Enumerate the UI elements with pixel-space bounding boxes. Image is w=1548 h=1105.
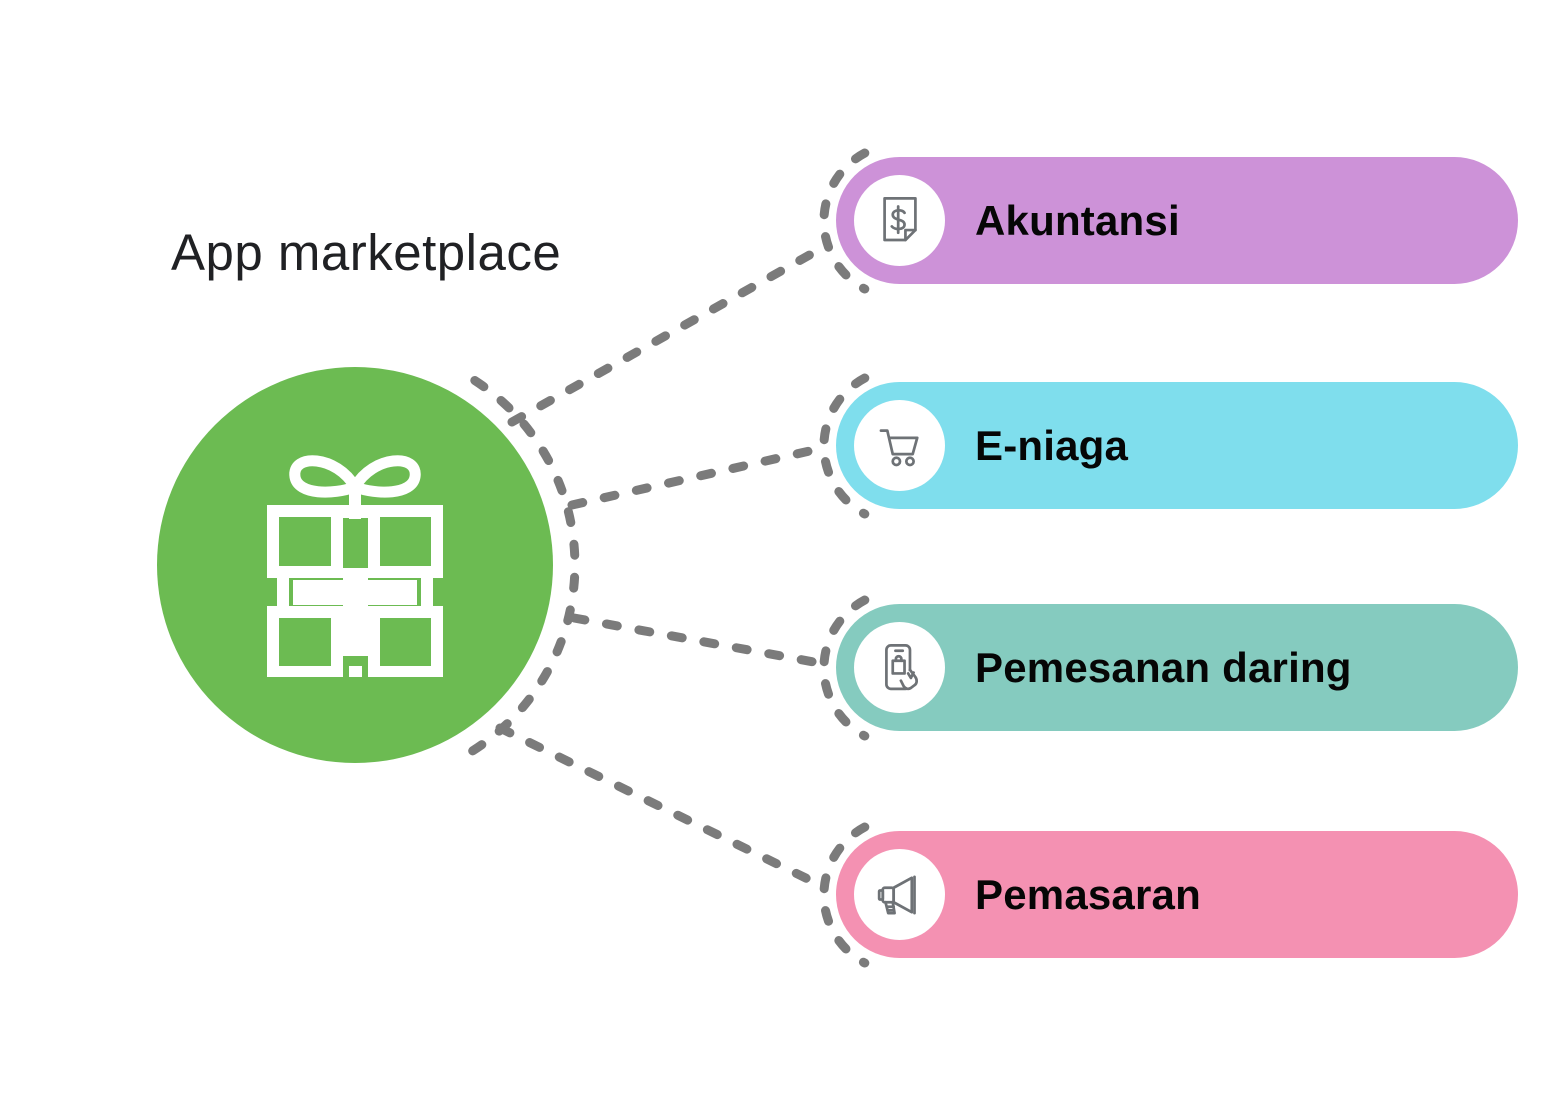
page-title: App marketplace: [171, 224, 562, 281]
pill-label: Pemasaran: [975, 870, 1201, 918]
category-pill-pemasaran: Pemasaran: [836, 831, 1518, 958]
invoice-dollar-icon: [882, 196, 917, 241]
category-pill-akuntansi: Akuntansi: [836, 157, 1518, 284]
shopping-cart-icon: [879, 428, 919, 466]
pill-label: E-niaga: [975, 421, 1129, 469]
pill-label: Pemesanan daring: [975, 643, 1352, 691]
connector-line-pemasaran: [495, 723, 825, 890]
category-pill-eniaga: E-niaga: [836, 382, 1518, 509]
connector-line-eniaga: [567, 445, 819, 510]
hub-circle: [157, 367, 553, 763]
mobile-shopping-icon: [884, 643, 918, 690]
pill-icon-badge: [854, 849, 945, 940]
megaphone-icon: [877, 875, 916, 914]
category-pill-pemesanan-daring: Pemesanan daring: [836, 604, 1518, 731]
pill-icon-badge: [854, 400, 945, 491]
pill-icon-badge: [854, 175, 945, 266]
pill-icon-badge: [854, 622, 945, 713]
connector-line-pemesanan: [569, 613, 819, 667]
gift-marketplace-icon: [267, 455, 443, 677]
pill-label: Akuntansi: [975, 196, 1180, 244]
